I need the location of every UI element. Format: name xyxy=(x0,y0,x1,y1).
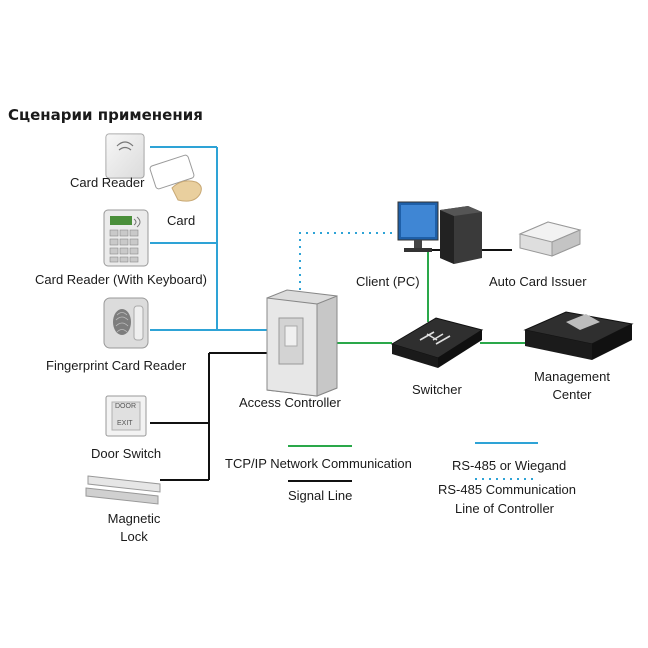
auto-card-issuer-label: Auto Card Issuer xyxy=(489,274,587,289)
client-pc-icon xyxy=(397,201,482,264)
door-panel-text-line2: EXIT xyxy=(117,420,133,427)
magnetic-lock-label-line1: Magnetic xyxy=(107,511,161,526)
legend-rs485-label: RS-485 or Wiegand xyxy=(452,458,567,473)
management-center-label-line2: Center xyxy=(552,387,592,402)
magnetic-lock-icon xyxy=(85,475,161,505)
legend-rs485-controller-line1: RS-485 Communication xyxy=(438,482,577,497)
card-hand-icon xyxy=(149,154,202,202)
door-switch-label: Door Switch xyxy=(91,446,162,461)
card-reader-keyboard-label: Card Reader (With Keyboard) xyxy=(35,272,207,287)
card-label: Card xyxy=(167,213,196,228)
legend-rs485-controller-line2: Line of Controller xyxy=(455,501,554,516)
rs485-lines xyxy=(150,146,267,331)
access-controller-label: Access Controller xyxy=(239,395,341,410)
controller-dotted-line xyxy=(299,232,392,290)
switcher-icon xyxy=(390,317,484,368)
legend-tcpip-label: TCP/IP Network Communication xyxy=(225,456,412,471)
door-switch-icon xyxy=(105,395,147,437)
page-heading: Сценарии применения xyxy=(8,106,203,124)
legend-samples xyxy=(288,442,538,482)
fingerprint-reader-label: Fingerprint Card Reader xyxy=(46,358,187,373)
client-pc-label: Client (PC) xyxy=(356,274,420,289)
card-reader-label: Card Reader xyxy=(70,175,145,190)
management-center-icon xyxy=(523,311,634,360)
door-panel-text-line1: DOOR xyxy=(115,403,136,410)
fingerprint-reader-icon xyxy=(103,297,149,349)
management-center-label-line1: Management xyxy=(534,369,610,384)
card-reader-icon xyxy=(105,133,145,179)
legend-signal-label: Signal Line xyxy=(288,488,353,503)
keyboard-reader-icon xyxy=(103,209,149,267)
access-controller-icon xyxy=(266,289,338,397)
switcher-label: Switcher xyxy=(412,382,462,397)
card-issuer-icon xyxy=(518,221,582,257)
tcpip-lines xyxy=(337,252,525,344)
magnetic-lock-label-line2: Lock xyxy=(120,529,148,544)
